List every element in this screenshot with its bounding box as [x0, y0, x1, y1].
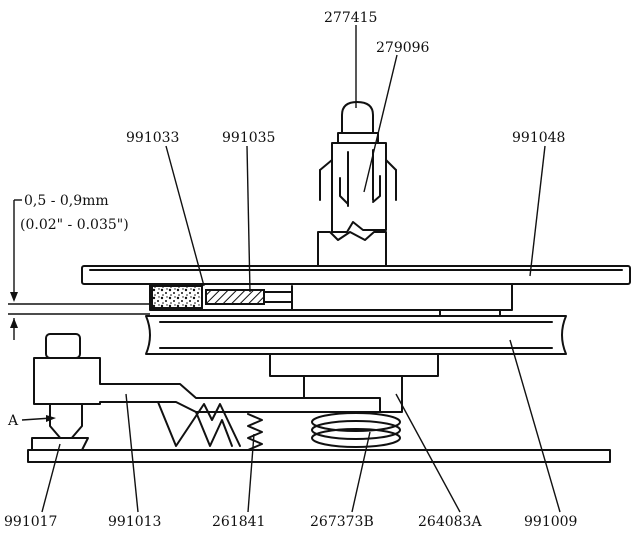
label-279096: 279096: [376, 40, 430, 56]
plunger-cap: [45, 333, 81, 359]
lever-991013: [33, 357, 381, 413]
lever-assembly: [33, 333, 381, 447]
felt-pad-991033: [151, 285, 203, 309]
clutch-housing: [149, 283, 513, 311]
bulb-base: [337, 132, 379, 144]
label-991013: 991013: [108, 514, 161, 530]
label-267373B: 267373B: [310, 514, 374, 530]
label-991048: 991048: [512, 130, 565, 146]
base-plate-bar: [27, 449, 611, 463]
dimension-marker: 0,5 - 0,9mm (0.02" - 0.035"): [8, 193, 150, 340]
spindle-slot-left: [339, 151, 349, 207]
friction-disc-991035: [205, 289, 265, 305]
label-991035: 991035: [222, 130, 275, 146]
spindle-slot-right: [372, 149, 381, 203]
bulb-277415: [341, 101, 374, 134]
label-277415: 277415: [324, 10, 377, 26]
label-991033: 991033: [126, 130, 179, 146]
leader-lines: [21, 25, 561, 513]
dimension-metric: 0,5 - 0,9mm: [24, 193, 109, 209]
pulley: [145, 315, 567, 355]
label-A: A: [7, 413, 19, 429]
top-plate-991048: [81, 265, 631, 285]
label-991009: 991009: [524, 514, 577, 530]
label-261841: 261841: [212, 514, 265, 530]
spindle-notch-left: [319, 159, 333, 171]
hub-ring: [269, 353, 439, 377]
top-plate: [81, 265, 631, 285]
part-labels: 277415 279096 991033 991035 991048 A 991…: [4, 10, 577, 530]
pulley-991009: [145, 315, 567, 355]
spring-clip: [157, 401, 241, 447]
spindle-assembly: [317, 101, 397, 267]
label-991017: 991017: [4, 514, 57, 530]
label-264083A: 264083A: [418, 514, 482, 530]
plunger-A: [49, 403, 83, 441]
clutch-stack: [149, 283, 513, 317]
dimension-imperial: (0.02" - 0.035"): [20, 217, 129, 233]
springs: [247, 412, 401, 451]
spindle-notch-right: [385, 159, 397, 171]
spring-261841: [247, 413, 263, 451]
spindle-hub: [317, 231, 387, 267]
